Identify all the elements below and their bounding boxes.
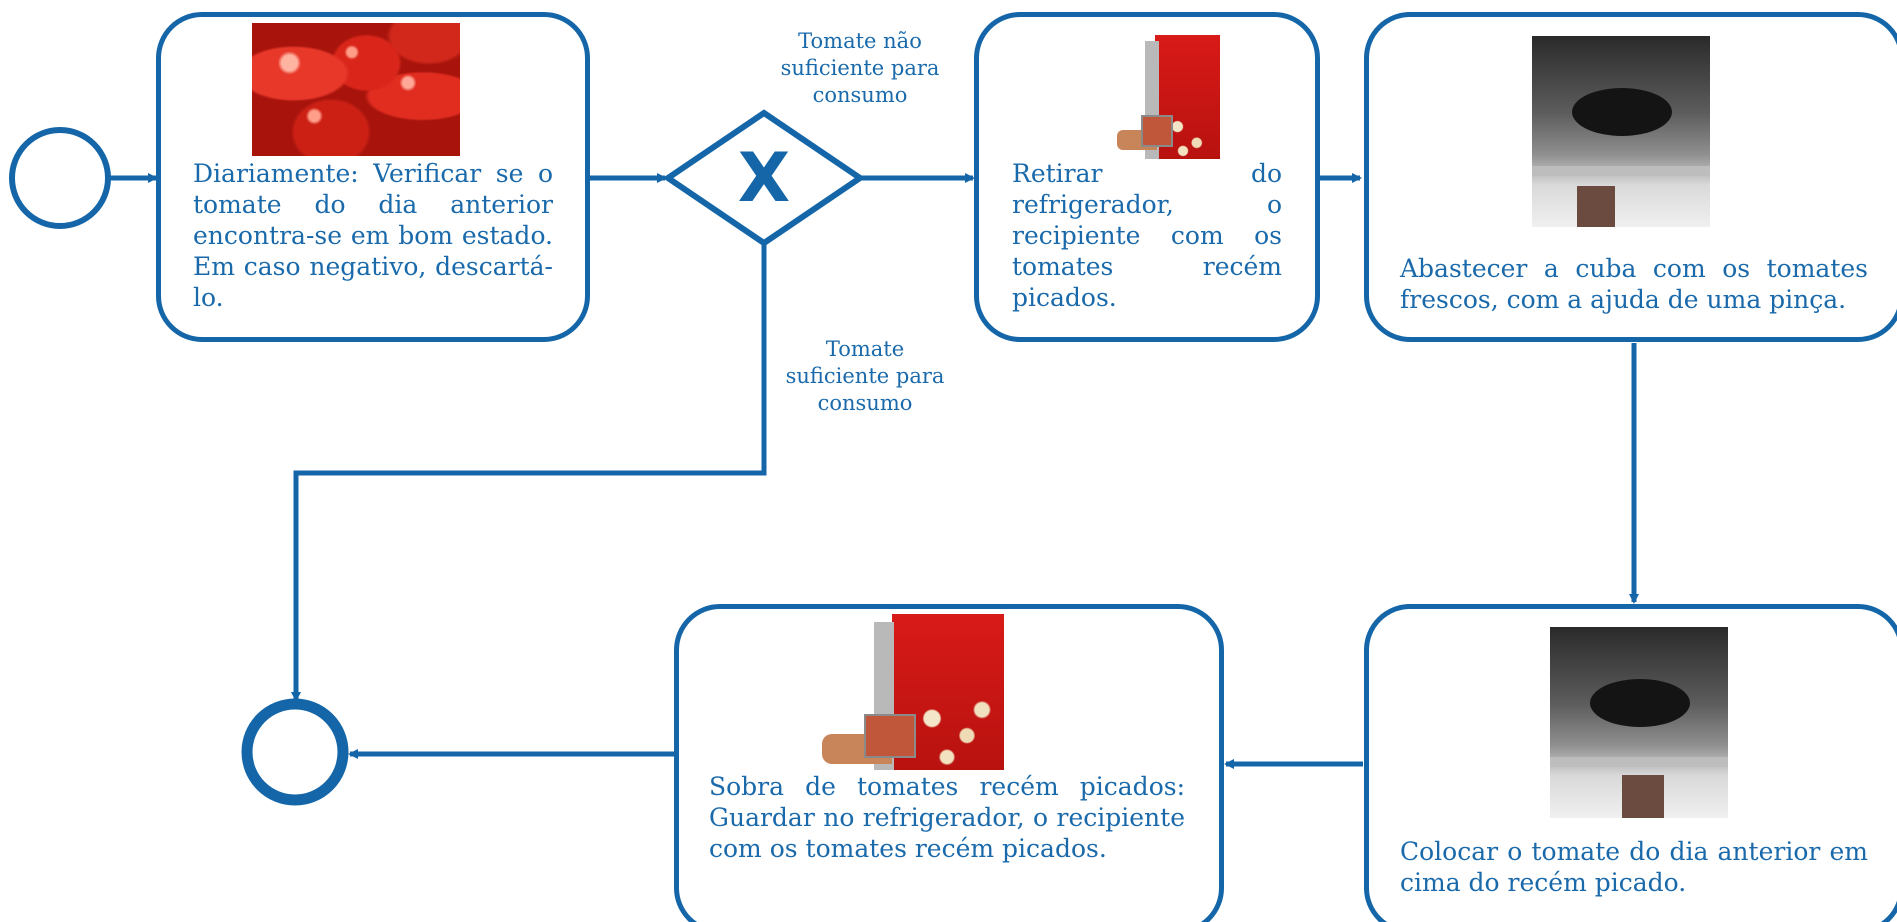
label-enough: Tomate suficiente para consumo — [785, 337, 945, 415]
tray-photo-2 — [1550, 627, 1728, 818]
start-event — [9, 127, 111, 229]
tray-photo-1 — [1532, 36, 1710, 227]
end-event — [241, 698, 349, 806]
label-not-enough: Tomate não suficiente para consumo — [780, 29, 940, 107]
task-remove-text: Retirar do refrigerador, o recipiente co… — [1012, 159, 1282, 312]
fridge-photo-2 — [822, 614, 1004, 770]
task-verify-text: Diariamente: Verificar se o tomate do di… — [193, 159, 553, 312]
fridge-photo — [1117, 35, 1220, 159]
gateway-x-symbol: X — [737, 139, 791, 218]
task-store-text: Sobra de tomates recém picados: Guardar … — [709, 772, 1185, 863]
task-remove — [974, 12, 1320, 342]
task-supply-text: Abastecer a cuba com os tomates frescos,… — [1400, 254, 1868, 314]
task-place-text: Colocar o tomate do dia anterior em cima… — [1400, 837, 1868, 897]
flow-gateway-to-end — [291, 243, 767, 702]
tomatoes-photo — [252, 23, 460, 156]
